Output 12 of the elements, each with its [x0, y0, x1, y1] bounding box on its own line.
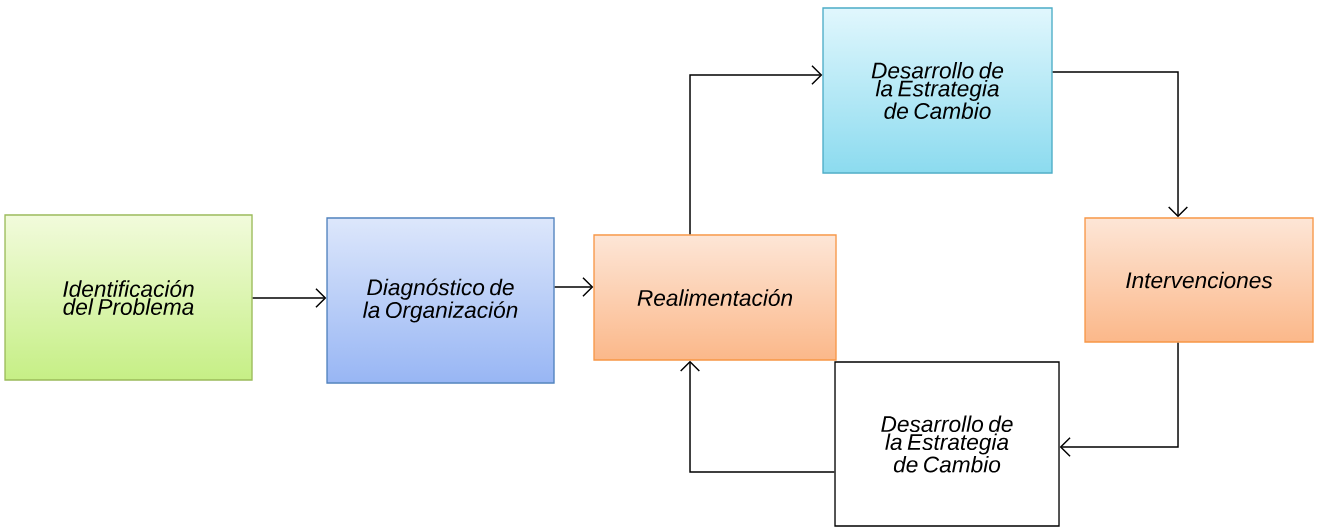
process-box: Desarrollo de la Estrategia de Cambio	[822, 7, 1053, 174]
process-box: Intervenciones	[1084, 217, 1314, 343]
arrow	[689, 64, 823, 236]
process-box: Identificación del Problema	[4, 214, 253, 381]
arrow	[679, 360, 836, 473]
arrow	[553, 276, 594, 298]
process-box: Desarrollo de la Estrategia de Cambio	[834, 361, 1060, 527]
arrow	[251, 287, 327, 309]
arrow	[1051, 71, 1189, 218]
arrow	[1059, 341, 1179, 458]
process-box: Diagnóstico de la Organización	[326, 217, 555, 384]
process-box: Realimentación	[593, 234, 837, 361]
